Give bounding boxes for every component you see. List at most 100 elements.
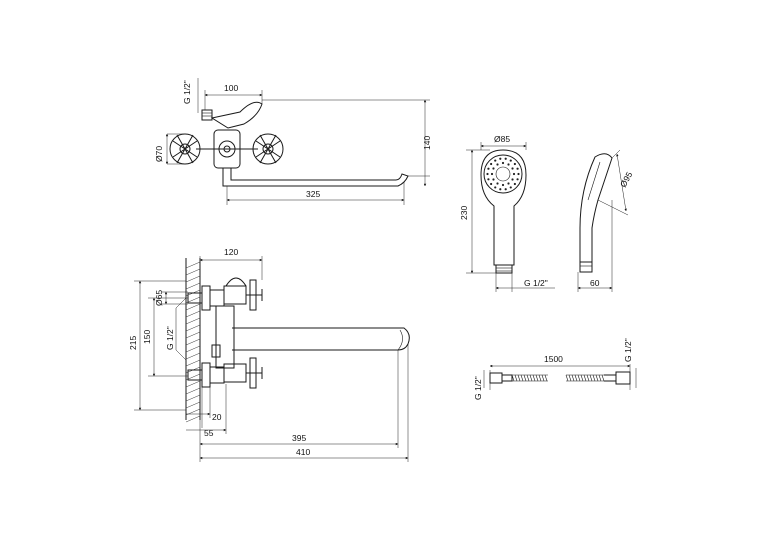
lower-eccentric bbox=[187, 362, 225, 388]
top-right-cross-handle bbox=[252, 133, 284, 165]
hatch-line bbox=[185, 345, 201, 353]
nozzle bbox=[517, 172, 520, 176]
nozzle bbox=[509, 159, 512, 162]
front-total-height-label: 215 bbox=[128, 336, 138, 350]
nozzle bbox=[513, 162, 516, 166]
hatch-line bbox=[185, 303, 201, 311]
hose-coil bbox=[589, 374, 593, 382]
hatch-line bbox=[185, 261, 201, 269]
nozzle bbox=[501, 161, 505, 165]
shower-nozzles bbox=[486, 157, 520, 191]
wall-hatching bbox=[185, 258, 201, 423]
nozzle bbox=[492, 167, 495, 170]
nozzle bbox=[499, 188, 502, 191]
shower-head-thread bbox=[495, 264, 513, 274]
nozzle bbox=[490, 182, 493, 186]
front-inlet-spacing-label: 150 bbox=[142, 330, 152, 344]
hose-coil bbox=[586, 374, 590, 382]
nozzle bbox=[512, 172, 516, 176]
shower-head-diameter-label: Ø85 bbox=[494, 134, 510, 144]
hose-right-fitting bbox=[615, 371, 631, 385]
nozzle bbox=[504, 157, 507, 160]
front-diverter bbox=[211, 344, 221, 358]
nozzle bbox=[487, 167, 490, 170]
hatch-line bbox=[185, 401, 201, 409]
front-offset-55-label: 55 bbox=[204, 428, 214, 438]
hose-coil bbox=[538, 374, 542, 382]
hose-thread-right-label: G 1/2" bbox=[623, 338, 633, 362]
shower-head-outline bbox=[480, 149, 527, 266]
shower-head-side: Ø95 60 bbox=[577, 149, 634, 292]
hatch-line bbox=[185, 359, 201, 367]
front-thread-label: G 1/2" bbox=[165, 326, 175, 350]
nozzle bbox=[487, 178, 490, 181]
hose-coil bbox=[577, 374, 581, 382]
hose-coil bbox=[514, 374, 518, 382]
shower-head-thread-label: G 1/2" bbox=[524, 278, 548, 288]
top-spout bbox=[222, 168, 409, 187]
nozzle bbox=[490, 162, 493, 166]
hose-coil bbox=[517, 374, 521, 382]
front-spout-410-label: 410 bbox=[296, 447, 310, 457]
front-mixer-body bbox=[215, 305, 235, 369]
nozzle bbox=[516, 178, 519, 181]
hose-coil bbox=[595, 374, 599, 382]
hose-length-label: 1500 bbox=[544, 354, 563, 364]
front-thread-leader bbox=[175, 297, 187, 361]
hose-coil bbox=[592, 374, 596, 382]
nozzle bbox=[513, 182, 516, 186]
nozzle bbox=[501, 183, 505, 187]
hose-coil bbox=[544, 374, 548, 382]
shower-head-front: Ø85 230 G 1/2" bbox=[459, 134, 555, 292]
nozzle bbox=[494, 159, 497, 162]
nozzle bbox=[511, 178, 514, 181]
nozzle bbox=[511, 167, 514, 170]
shower-side-diameter-dimension bbox=[616, 153, 627, 212]
front-top-valve bbox=[223, 277, 263, 311]
hose-left-fitting bbox=[489, 372, 503, 384]
top-thread-label: G 1/2" bbox=[182, 80, 192, 104]
hose-coil bbox=[532, 374, 536, 382]
hose-coil bbox=[511, 374, 515, 382]
hose-coil bbox=[598, 374, 602, 382]
hose-coil bbox=[574, 374, 578, 382]
hose-coil bbox=[580, 374, 584, 382]
hose-left-section bbox=[511, 374, 548, 382]
top-width-label: 100 bbox=[224, 83, 238, 93]
front-view: 120 Ø65 215 150 G 1/2" 20 55 395 410 bbox=[128, 247, 410, 462]
hose-coil bbox=[568, 374, 572, 382]
front-spout-395-label: 395 bbox=[292, 433, 306, 443]
hatch-line bbox=[185, 415, 201, 423]
hatch-line bbox=[185, 324, 201, 332]
front-top-width-label: 120 bbox=[224, 247, 238, 257]
hatch-line bbox=[185, 380, 201, 388]
nozzle bbox=[490, 172, 494, 176]
shower-side-thread bbox=[579, 261, 593, 273]
top-inlet-thread bbox=[201, 109, 213, 121]
nozzle bbox=[492, 178, 495, 181]
hatch-line bbox=[185, 310, 201, 318]
shower-side-depth-label: 60 bbox=[590, 278, 600, 288]
hatch-line bbox=[185, 394, 201, 402]
nozzle bbox=[504, 188, 507, 191]
hose-coil bbox=[523, 374, 527, 382]
hatch-line bbox=[185, 317, 201, 325]
hose-thread-left-label: G 1/2" bbox=[473, 376, 483, 400]
hatch-line bbox=[185, 275, 201, 283]
nozzle bbox=[496, 163, 499, 166]
hose-coil bbox=[571, 374, 575, 382]
nozzle bbox=[507, 163, 510, 166]
top-spout-label: 325 bbox=[306, 189, 320, 199]
hose-coil bbox=[535, 374, 539, 382]
hatch-line bbox=[185, 282, 201, 290]
hose-coil bbox=[526, 374, 530, 382]
nozzle bbox=[496, 182, 499, 185]
top-lever-handle bbox=[210, 101, 263, 129]
hatch-line bbox=[185, 387, 201, 395]
hose-coil bbox=[601, 374, 605, 382]
hose-coil bbox=[541, 374, 545, 382]
hatch-line bbox=[185, 338, 201, 346]
top-diameter-label: Ø70 bbox=[154, 146, 164, 162]
nozzle bbox=[507, 182, 510, 185]
hose-coil bbox=[520, 374, 524, 382]
